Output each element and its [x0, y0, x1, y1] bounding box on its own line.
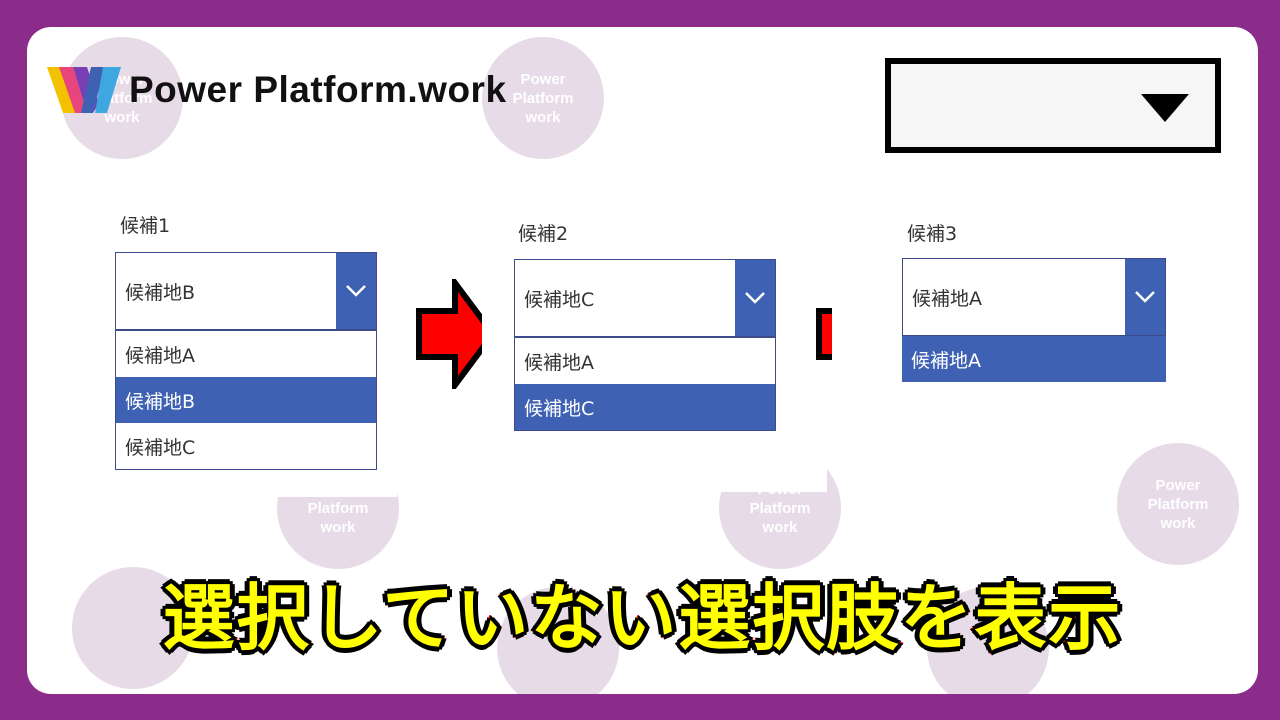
dropdown-list-3: 候補地A: [902, 336, 1166, 384]
watermark-circle: Power Platform work: [482, 37, 604, 159]
list-option[interactable]: 候補地A: [524, 351, 594, 374]
watermark-line: Platform: [307, 499, 369, 517]
power-platform-logo-icon: [47, 67, 121, 113]
watermark-circle: Power Platform work: [1117, 443, 1239, 565]
watermark-line: Platform: [1147, 495, 1209, 513]
watermark-line: Power: [1155, 476, 1201, 494]
step-panel-1: 候補1 候補地B 候補地A 候補地B 候補地C: [85, 197, 397, 497]
step-label: 候補1: [120, 215, 171, 237]
main-dropdown[interactable]: [885, 58, 1221, 153]
combobox-1[interactable]: 候補地B: [115, 252, 377, 330]
watermark-circle: [927, 587, 1049, 694]
step-label: 候補3: [907, 223, 958, 245]
step-panel-3: 候補3 候補地A 候補地A: [832, 192, 1222, 442]
combobox-value: 候補地B: [125, 281, 196, 304]
watermark-circle: [72, 567, 194, 689]
chevron-down-icon[interactable]: [1125, 259, 1165, 335]
slide-card: Power Platform work Power Platform work …: [27, 27, 1258, 694]
watermark-line: Platform: [749, 499, 811, 517]
list-option[interactable]: 候補地A: [125, 344, 195, 367]
brand-logo: Power Platform.work: [47, 65, 507, 115]
list-option-selected[interactable]: 候補地C: [515, 384, 775, 430]
dropdown-list-2: 候補地A 候補地C: [514, 337, 776, 431]
chevron-down-icon[interactable]: [735, 260, 775, 336]
watermark-line: work: [104, 108, 140, 126]
list-option-selected[interactable]: 候補地A: [902, 336, 1166, 382]
combobox-value: 候補地C: [524, 288, 595, 311]
watermark-line: work: [320, 518, 356, 536]
watermark-line: work: [525, 108, 561, 126]
watermark-line: Power: [520, 70, 566, 88]
combobox-value: 候補地A: [912, 287, 982, 310]
triangle-down-icon[interactable]: [1141, 94, 1189, 122]
combobox-2[interactable]: 候補地C: [514, 259, 776, 337]
slide-caption: 選択していない選択肢を表示: [160, 574, 1123, 663]
list-option-selected[interactable]: 候補地B: [116, 377, 376, 423]
watermark-line: work: [762, 518, 798, 536]
watermark-circle: [497, 587, 619, 694]
step-panel-2: 候補2 候補地C 候補地A 候補地C: [482, 202, 827, 492]
combobox-3[interactable]: 候補地A: [902, 258, 1166, 336]
watermark-line: Platform: [512, 89, 574, 107]
arrow-right-icon: [416, 279, 497, 389]
list-option[interactable]: 候補地C: [125, 436, 196, 459]
brand-name: Power Platform.work: [129, 69, 507, 110]
step-label: 候補2: [518, 223, 569, 245]
watermark-line: work: [1160, 514, 1196, 532]
dropdown-list-1: 候補地A 候補地B 候補地C: [115, 330, 377, 470]
chevron-down-icon[interactable]: [336, 253, 376, 329]
